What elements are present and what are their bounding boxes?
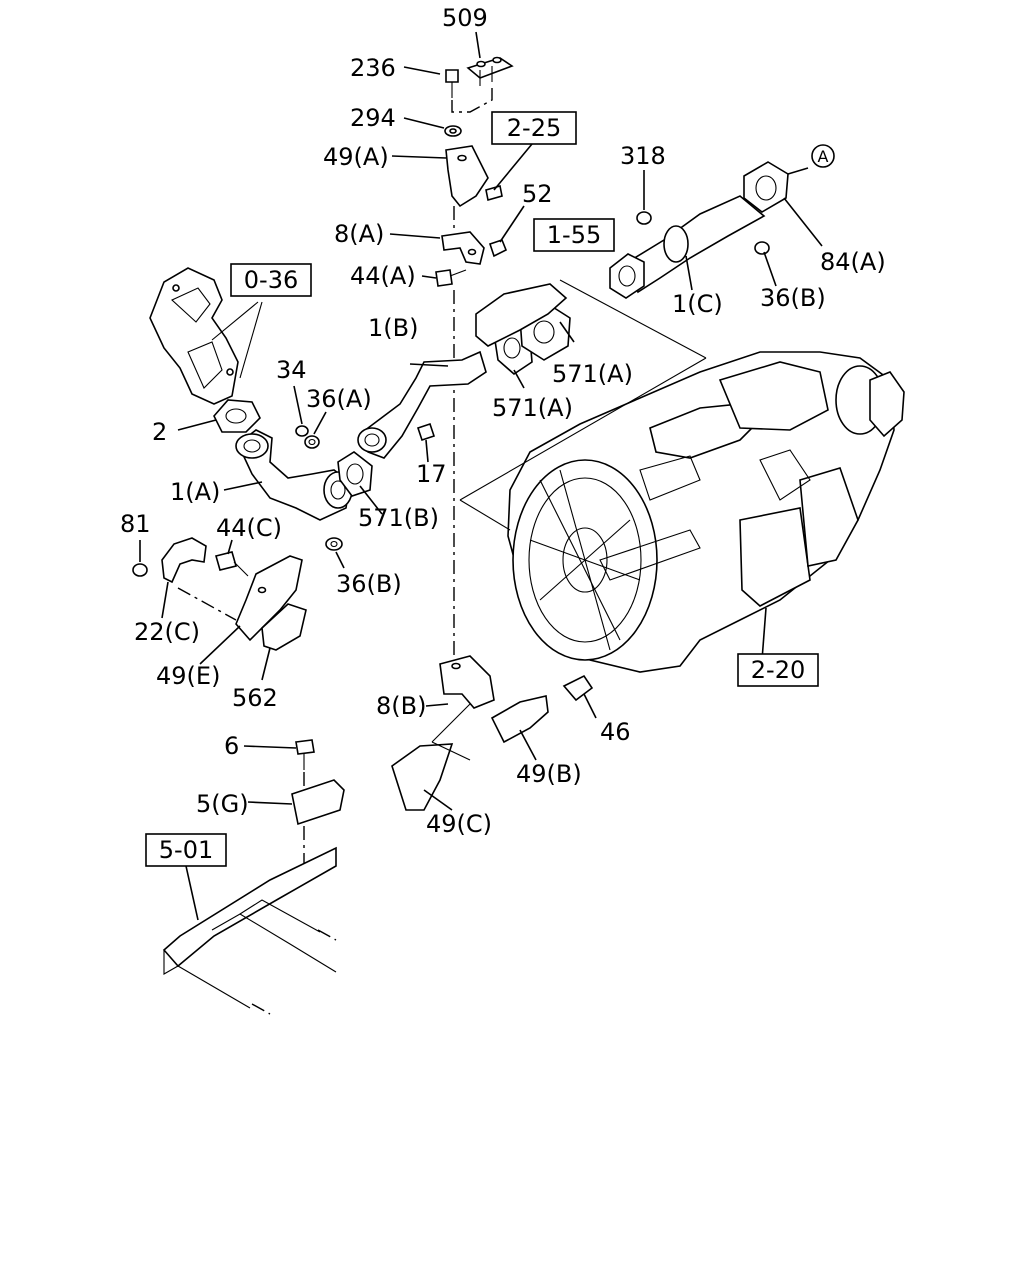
bracket-49a [445,145,489,208]
washer-294 [444,125,462,137]
callout-562: 562 [232,684,278,712]
ref-box-5-01: 5-01 [145,833,227,867]
transmission [507,351,905,673]
callout-571a-2: 571(A) [492,394,573,422]
bracket-562 [261,603,307,651]
nut-36b-top [754,241,770,255]
callout-571a-1: 571(A) [552,360,633,388]
bolt-236 [445,69,459,98]
exhaust-pipe-1b [357,350,487,459]
ref-box-2-20: 2-20 [737,653,819,687]
callout-36a: 36(A) [306,385,372,413]
callout-44a: 44(A) [350,262,416,290]
callout-1c: 1(C) [672,290,723,318]
bolt-6 [295,739,315,770]
callout-36b-top: 36(B) [760,284,826,312]
bolt-17 [416,422,436,442]
bracket-49e [235,555,303,642]
bolt-46 [562,674,594,702]
callout-17: 17 [416,460,447,488]
callout-36b-mid: 36(B) [336,570,402,598]
bracket-5g [291,779,345,826]
callout-52: 52 [522,180,553,208]
exhaust-pipe-1c [609,195,766,299]
callout-46: 46 [600,718,631,746]
nut-34 [295,425,309,437]
svg-text:5-01: 5-01 [159,836,213,864]
bracket-49c [391,743,454,811]
bracket-8b [439,655,495,709]
exhaust-brake-body [475,283,568,347]
bracket-49b [490,695,549,744]
callout-294: 294 [350,104,396,132]
top-bracket-509 [466,56,514,86]
callout-22c: 22(C) [134,618,200,646]
callout-8b: 8(B) [376,692,426,720]
callout-8a: 8(A) [334,220,384,248]
ref-box-2-25: 2-25 [491,111,577,145]
bolt-44a [435,269,467,287]
bolt-44c [215,551,249,577]
frame-rail [162,846,337,1015]
gasket-2 [213,399,261,433]
nut-318 [636,211,652,225]
svg-text:A: A [818,147,829,166]
nut-36a [304,435,320,449]
callout-318: 318 [620,142,666,170]
callout-6: 6 [224,732,239,760]
callout-1b: 1(B) [368,314,418,342]
callout-49b: 49(B) [516,760,582,788]
svg-text:0-36: 0-36 [244,266,298,294]
nut-36b-mid [325,537,343,551]
gasket-571b [337,451,373,497]
callout-571b: 571(B) [358,504,439,532]
callout-49e: 49(E) [156,662,220,690]
callout-509: 509 [442,4,488,32]
svg-text:1-55: 1-55 [547,221,601,249]
bolt-52-small [485,184,503,202]
callout-49c: 49(C) [426,810,492,838]
callout-49a: 49(A) [323,143,389,171]
callout-81: 81 [120,510,151,538]
callout-2: 2 [152,418,167,446]
nut-52 [488,239,508,258]
svg-text:2-20: 2-20 [751,656,805,684]
ref-box-0-36: 0-36 [230,263,312,297]
ref-box-1-55: 1-55 [533,218,615,252]
callout-5g: 5(G) [196,790,249,818]
exhaust-manifold [149,267,239,405]
gasket-84a [743,161,789,213]
callout-44c: 44(C) [216,514,282,542]
clamp-22c [161,537,207,584]
svg-text:2-25: 2-25 [507,114,561,142]
exhaust-pipe-1a [235,429,353,521]
callout-1a: 1(A) [170,478,220,506]
ref-circle-a: A [811,144,835,168]
callout-34: 34 [276,356,307,384]
callout-84a: 84(A) [820,248,886,276]
nut-81 [132,563,148,577]
callout-236: 236 [350,54,396,82]
bracket-8a [441,231,485,265]
